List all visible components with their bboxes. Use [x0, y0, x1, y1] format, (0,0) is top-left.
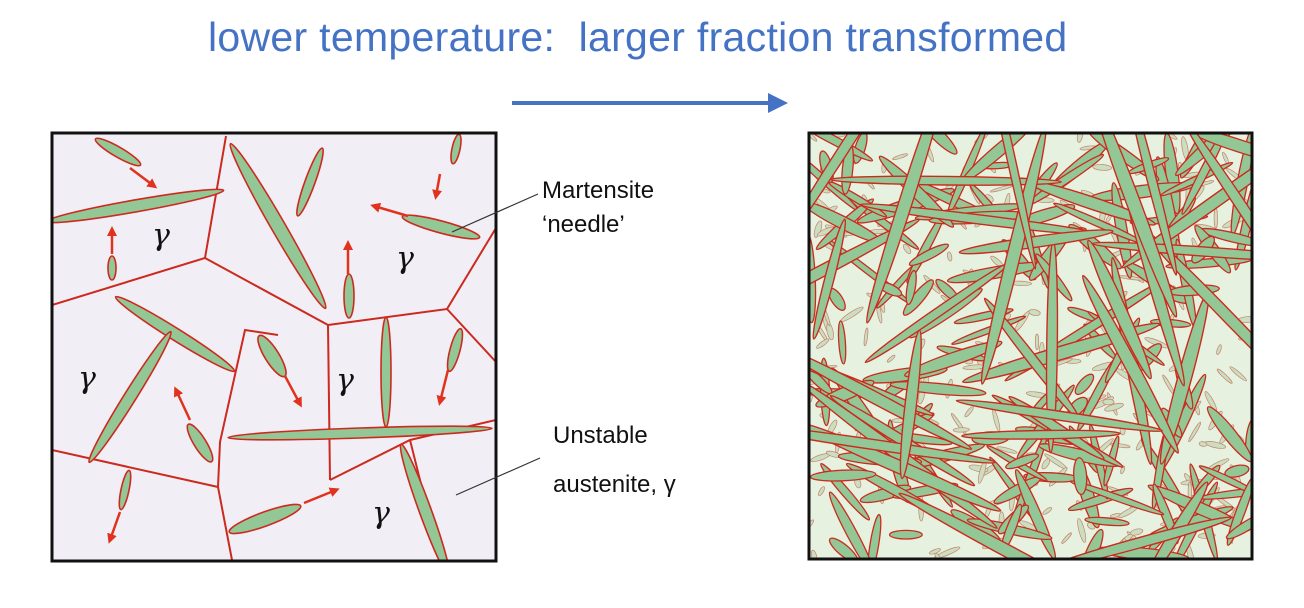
martensite-needle — [917, 133, 958, 155]
martensite-needle — [865, 133, 947, 324]
small-needle — [1042, 507, 1053, 515]
martensite-needle — [1225, 512, 1252, 540]
small-needle — [1061, 532, 1072, 544]
small-needle — [1092, 164, 1113, 171]
right-microstructure-panel — [807, 131, 1254, 561]
small-needle — [1213, 207, 1218, 229]
small-needle — [1129, 528, 1144, 536]
martensite-needle — [908, 243, 949, 267]
small-needle — [818, 486, 825, 496]
gamma-label: γ — [336, 363, 354, 398]
grain-boundaries — [52, 135, 496, 561]
small-needle — [1076, 133, 1084, 143]
growth-arrows — [107, 167, 450, 544]
small-needle — [892, 153, 908, 160]
martensite-needle — [1181, 133, 1230, 215]
martensite-needle — [898, 492, 1135, 559]
left-microstructure-panel: γ γ γ γ γ — [50, 131, 498, 563]
martensite-needle — [1084, 516, 1130, 527]
martensite-needle — [1047, 516, 1233, 559]
small-needle — [1034, 333, 1040, 351]
small-needle — [863, 327, 869, 347]
martensite-needle — [837, 320, 847, 365]
martensite-needle — [1121, 133, 1252, 269]
martensite-needle — [1165, 256, 1252, 269]
martensite-needle — [1074, 373, 1095, 396]
martensite-needle — [1081, 274, 1180, 454]
martensite-needle — [904, 340, 1003, 378]
small-needle — [1216, 368, 1233, 384]
small-needle — [1229, 366, 1247, 382]
martensite-needle — [980, 133, 1047, 385]
martensite-needle — [958, 229, 1114, 255]
small-needle — [813, 220, 823, 238]
small-needle — [929, 548, 941, 555]
title: lower temperature: larger fraction trans… — [208, 14, 1068, 60]
small-needle — [1188, 421, 1202, 443]
austenite-leader-line — [455, 457, 541, 496]
small-needle — [964, 406, 974, 418]
martensite-needle — [809, 344, 973, 450]
martensite-leader-line — [451, 193, 539, 233]
martensite-needle — [1198, 465, 1252, 496]
martensite-needle — [812, 218, 847, 340]
small-needle — [903, 243, 912, 255]
martensite-needles — [52, 133, 493, 561]
martensite-needle — [1073, 457, 1088, 496]
small-needle — [1216, 344, 1222, 356]
small-needle — [1104, 402, 1124, 412]
gamma-label: γ — [152, 218, 170, 253]
martensite-needle — [809, 469, 877, 482]
austenite-label: Unstable — [553, 422, 648, 449]
small-needle — [886, 354, 896, 363]
small-needle — [1198, 441, 1208, 447]
gamma-label: γ — [396, 241, 414, 276]
small-needle — [816, 338, 830, 349]
martensite-needle — [809, 133, 922, 254]
martensite-needle — [828, 537, 859, 559]
martensite-needle — [955, 399, 1163, 433]
dense-martensite-needles — [809, 133, 1252, 559]
martensite-needle — [1005, 453, 1040, 470]
small-needle — [1041, 458, 1051, 470]
martensite-needle — [828, 491, 876, 559]
martensite-needle — [829, 175, 1062, 186]
gamma-label: γ — [372, 496, 390, 531]
martensite-label-needle: ‘needle’ — [542, 211, 625, 238]
gamma-label: γ — [78, 361, 96, 396]
small-needle — [1120, 465, 1126, 475]
small-needle — [952, 427, 970, 433]
martensite-needle — [1126, 133, 1178, 276]
small-needle — [1102, 398, 1115, 406]
martensite-needle — [1181, 133, 1252, 308]
martensite-needle — [905, 269, 917, 306]
martensite-needle — [987, 133, 1037, 270]
small-needle — [946, 251, 953, 262]
martensite-needle — [867, 513, 882, 559]
martensite-needle — [961, 429, 1121, 440]
martensite-needle — [899, 329, 922, 480]
martensite-label: Martensite — [542, 177, 654, 204]
gamma-labels: γ γ γ γ γ — [78, 218, 414, 531]
martensite-needle — [1087, 239, 1152, 380]
martensite-needle — [809, 425, 997, 464]
martensite-needle — [1069, 480, 1165, 516]
martensite-needle — [888, 529, 923, 540]
small-needle — [810, 549, 818, 559]
martensite-needle — [809, 218, 921, 328]
small-needle — [1077, 518, 1087, 543]
martensite-needle — [1224, 464, 1250, 478]
martensite-needle — [1185, 133, 1252, 165]
small-needle — [996, 446, 1018, 454]
martensite-needle — [1091, 133, 1178, 318]
austenite-label-line2: austenite, γ — [553, 471, 676, 498]
